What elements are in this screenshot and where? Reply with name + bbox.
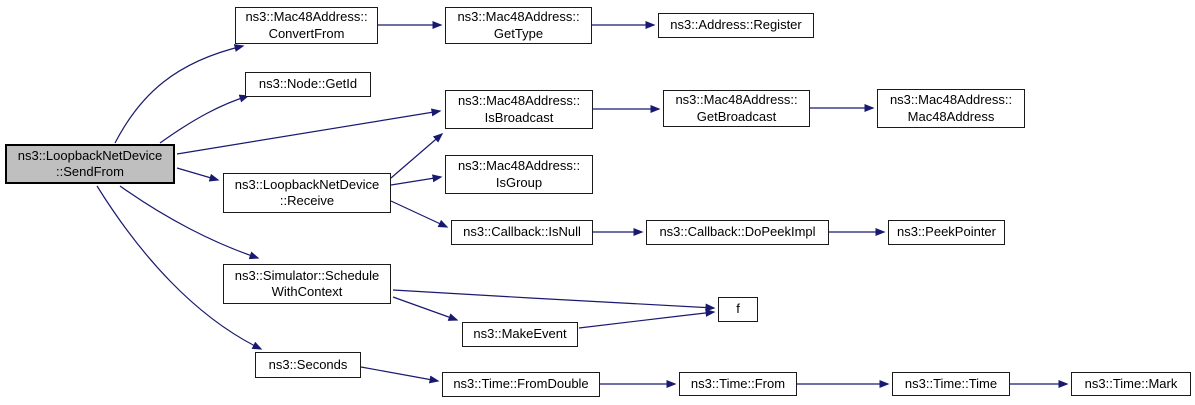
edge-sendfrom-receive [176,167,220,182]
node-f[interactable]: f [718,297,758,322]
node-mac48address-mac48address[interactable]: ns3::Mac48Address:: Mac48Address [877,89,1025,128]
node-mac48address-gettype[interactable]: ns3::Mac48Address:: GetType [445,7,592,44]
edge-seconds-fromdouble [360,366,440,384]
node-address-register[interactable]: ns3::Address::Register [658,13,814,38]
node-seconds[interactable]: ns3::Seconds [255,352,361,378]
edge-sendfrom-convertfrom [114,44,245,144]
node-mac48address-isgroup[interactable]: ns3::Mac48Address:: IsGroup [445,155,593,194]
edge-receive-isbroadcast [390,133,444,179]
node-loopbacknetdevice-sendfrom: ns3::LoopbackNetDevice ::SendFrom [5,144,175,184]
node-mac48address-getbroadcast[interactable]: ns3::Mac48Address:: GetBroadcast [663,90,810,127]
edge-receive-isnull [390,200,449,228]
node-callback-dopeekimpl[interactable]: ns3::Callback::DoPeekImpl [646,220,829,245]
node-mac48address-isbroadcast[interactable]: ns3::Mac48Address:: IsBroadcast [445,90,593,129]
node-time-fromdouble[interactable]: ns3::Time::FromDouble [442,372,600,397]
edge-sendfrom-getid [159,94,250,144]
node-simulator-schedulewithcontext[interactable]: ns3::Simulator::Schedule WithContext [223,264,391,304]
node-time-mark[interactable]: ns3::Time::Mark [1071,372,1191,396]
node-node-getid[interactable]: ns3::Node::GetId [245,72,371,97]
edge-schedulewithcontext-makeevent [392,296,459,321]
node-peekpointer[interactable]: ns3::PeekPointer [888,220,1005,245]
node-time-time[interactable]: ns3::Time::Time [892,372,1010,396]
edge-makeevent-f [578,308,716,329]
node-callback-isnull[interactable]: ns3::Callback::IsNull [451,220,593,245]
node-makeevent[interactable]: ns3::MakeEvent [462,322,578,347]
edge-receive-isgroup [390,174,443,186]
edge-sendfrom-schedulewithcontext [119,185,260,260]
node-time-from[interactable]: ns3::Time::From [679,372,797,396]
edge-sendfrom-isbroadcast [176,108,442,155]
node-loopbacknetdevice-receive[interactable]: ns3::LoopbackNetDevice ::Receive [223,173,391,213]
node-mac48address-convertfrom[interactable]: ns3::Mac48Address:: ConvertFrom [235,7,378,44]
edge-sendfrom-seconds [96,185,263,350]
edge-schedulewithcontext-f [392,289,716,312]
